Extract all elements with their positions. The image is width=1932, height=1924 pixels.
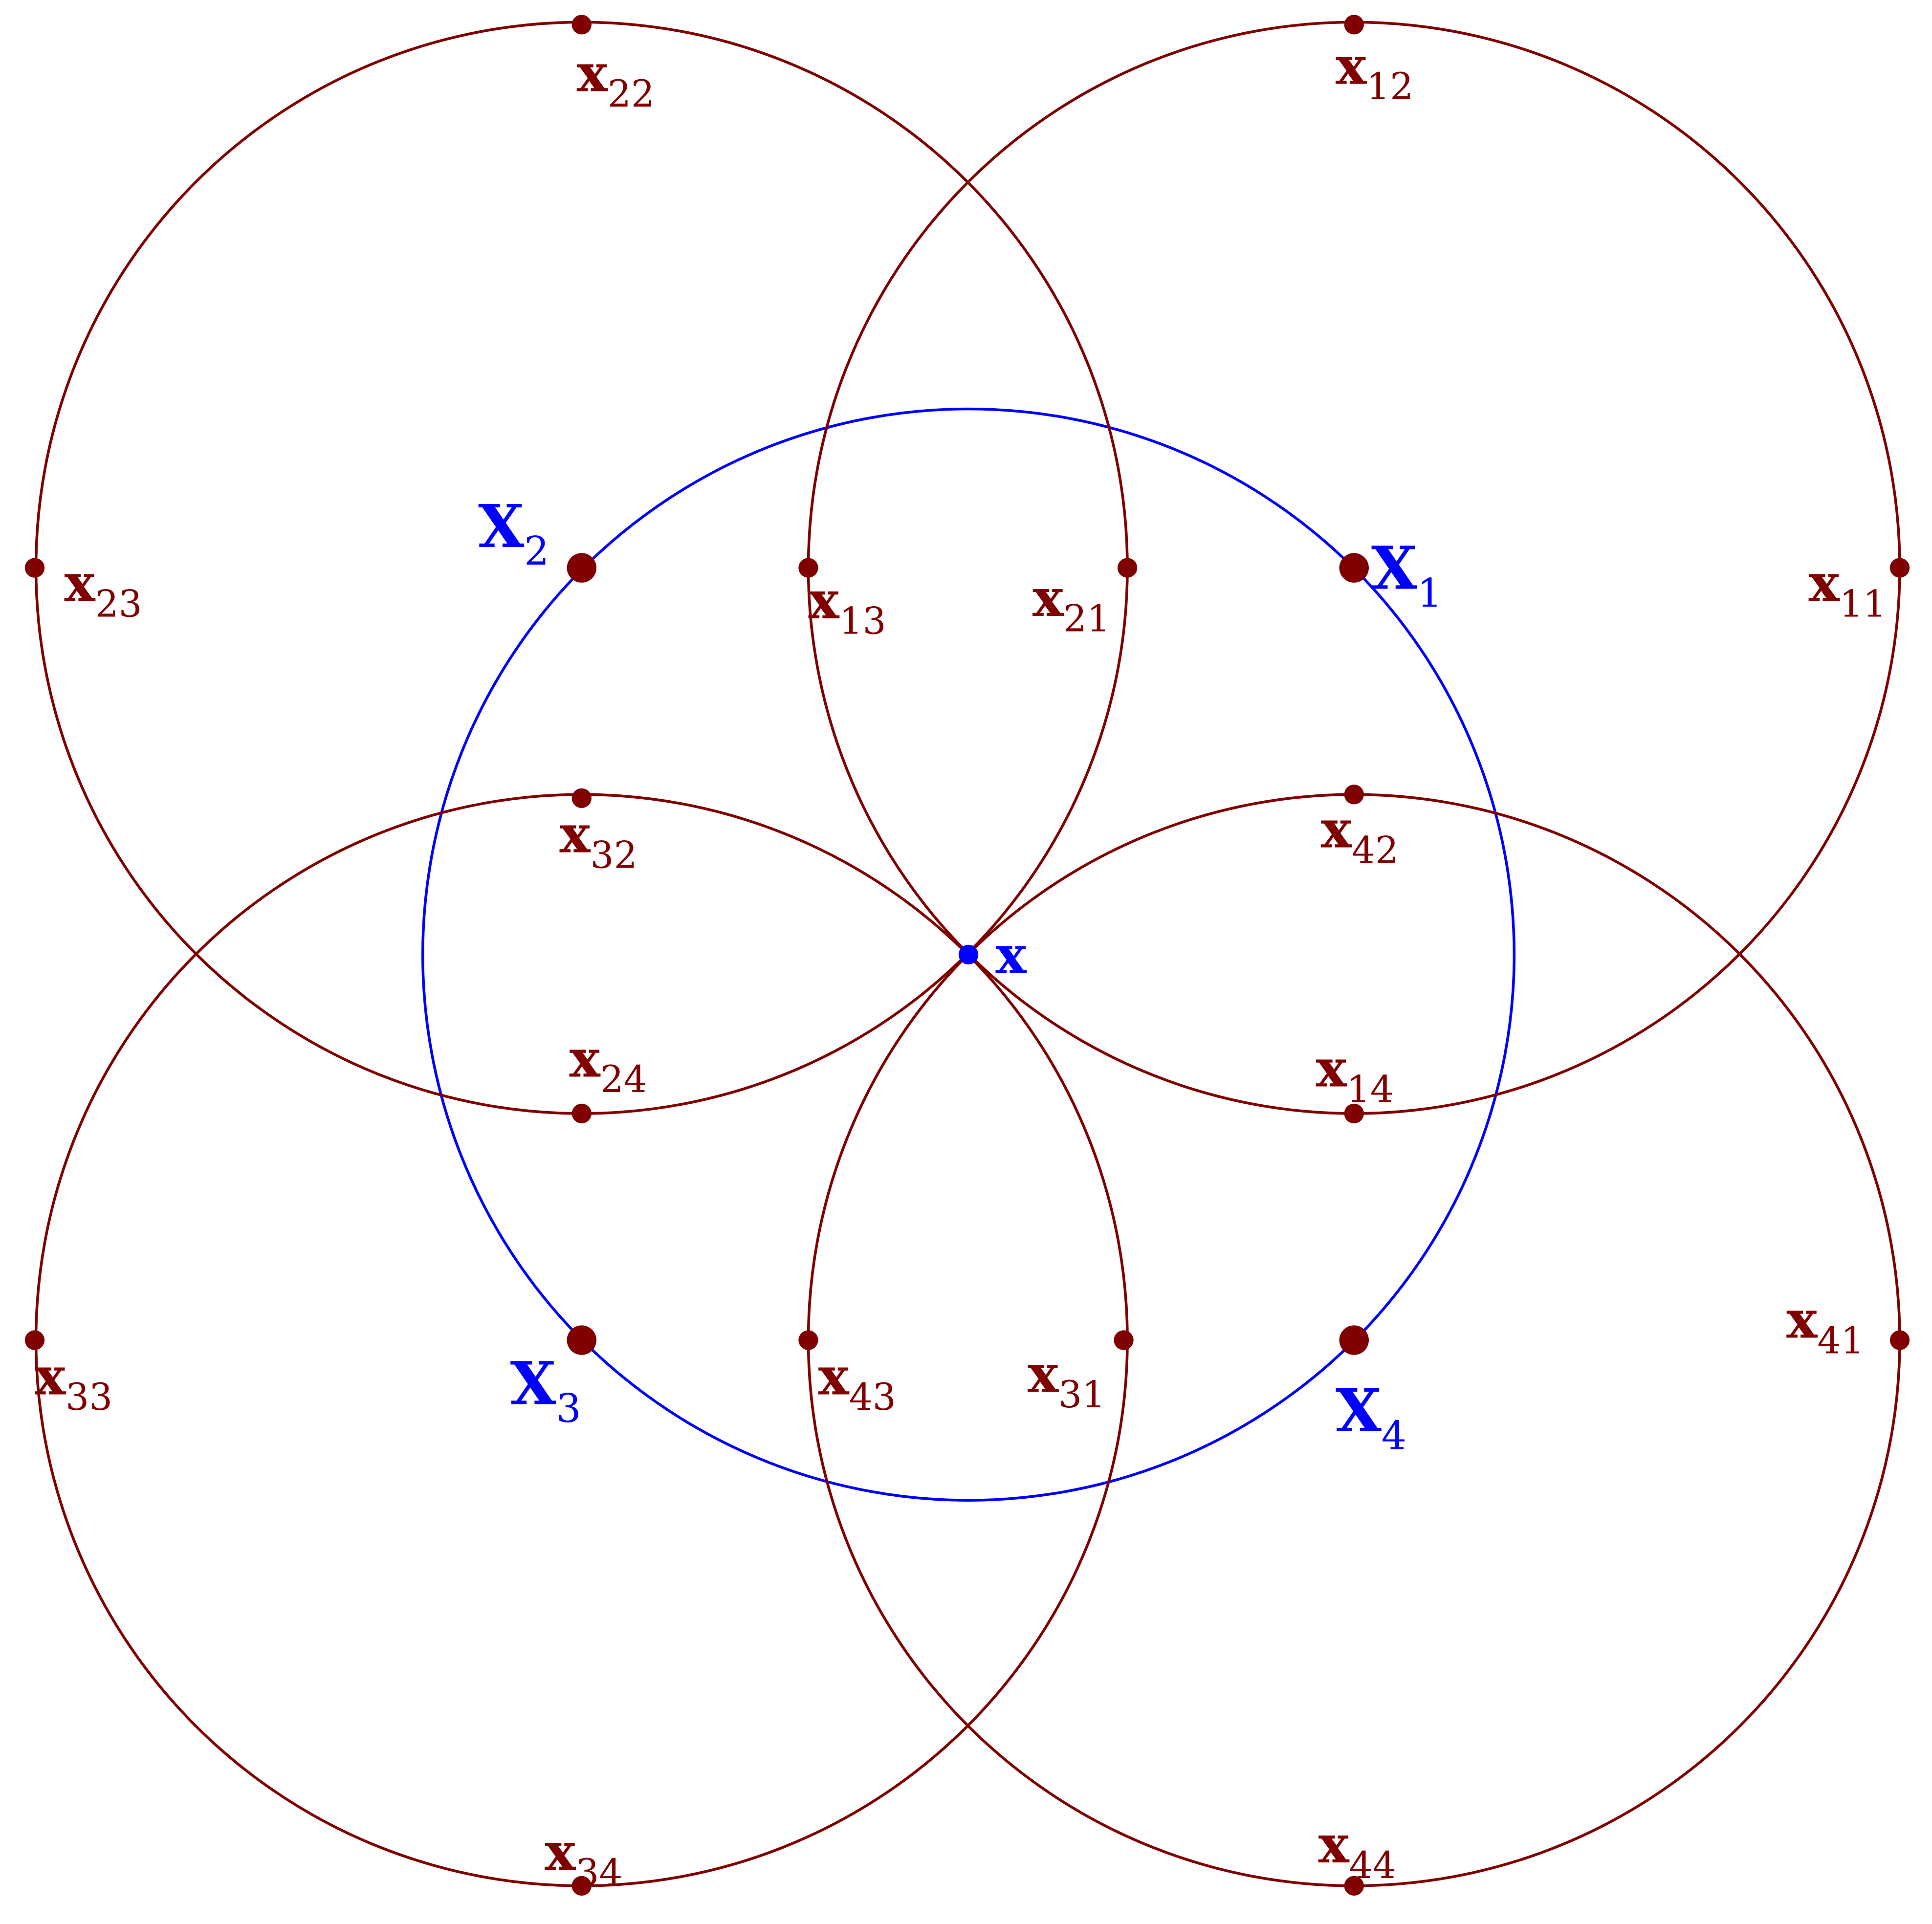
label-main: x <box>995 925 1027 985</box>
label-x33: x33 <box>35 1346 112 1419</box>
point-x41 <box>1889 1330 1910 1350</box>
label-x31: x31 <box>1028 1343 1105 1416</box>
point-x13 <box>798 558 818 578</box>
label-subscript: 41 <box>1817 1319 1864 1362</box>
label-subscript: 2 <box>524 528 549 574</box>
label-x14: x14 <box>1316 1038 1394 1111</box>
label-x42: x42 <box>1321 799 1399 872</box>
point-x42 <box>1344 785 1364 805</box>
point-x33 <box>24 1330 45 1350</box>
point-x11 <box>1889 558 1910 578</box>
label-x23: x23 <box>64 553 142 626</box>
label-x43: x43 <box>818 1346 896 1419</box>
label-subscript: 11 <box>1840 582 1887 625</box>
label-subscript: 22 <box>608 72 655 115</box>
label-main: X <box>478 491 524 561</box>
point-X3 <box>567 1325 597 1355</box>
point-x14 <box>1344 1103 1364 1124</box>
label-main: x <box>1032 568 1064 628</box>
point-x43 <box>798 1330 818 1350</box>
point-x23 <box>24 558 45 578</box>
label-x21: x21 <box>1032 568 1110 640</box>
label-subscript: 32 <box>591 833 637 876</box>
point-x34 <box>571 1876 592 1896</box>
point-X4 <box>1339 1325 1369 1355</box>
label-main: x <box>577 43 608 103</box>
label-x11: x11 <box>1809 553 1887 626</box>
point-x44 <box>1344 1876 1364 1896</box>
label-main: x <box>818 1346 850 1406</box>
blue-circle <box>421 407 1516 1502</box>
label-subscript: 42 <box>1352 829 1399 872</box>
label-x1: X1 <box>1371 533 1442 616</box>
label-subscript: 31 <box>1058 1373 1105 1416</box>
point-X2 <box>567 553 597 583</box>
label-subscript: 14 <box>1347 1068 1394 1111</box>
point-x21 <box>1117 558 1138 578</box>
label-x34: x34 <box>545 1821 622 1894</box>
label-subscript: 44 <box>1349 1844 1396 1887</box>
label-x13: x13 <box>808 570 886 643</box>
label-main: x <box>808 570 839 631</box>
label-main: x <box>1316 1038 1347 1099</box>
label-subscript: 13 <box>839 600 886 643</box>
label-subscript: 1 <box>1417 570 1442 616</box>
label-subscript: 24 <box>600 1058 647 1101</box>
point-x32 <box>571 788 592 809</box>
label-main: x <box>570 1028 601 1089</box>
point-x31 <box>1114 1330 1134 1350</box>
label-x44: x44 <box>1318 1814 1396 1887</box>
label-main: X <box>1371 533 1417 603</box>
label-x4: X4 <box>1336 1376 1406 1459</box>
label-main: X <box>1336 1376 1382 1445</box>
point-x12 <box>1344 15 1364 35</box>
label-main: x <box>35 1346 66 1406</box>
label-subscript: 23 <box>95 582 142 625</box>
label-x22: x22 <box>577 43 655 115</box>
point-x24 <box>571 1103 592 1124</box>
label-main: x <box>1809 553 1840 613</box>
label-subscript: 43 <box>849 1376 896 1419</box>
label-main: X <box>510 1349 556 1419</box>
point-x22 <box>571 15 592 35</box>
label-main: x <box>545 1821 576 1882</box>
label-x3: X3 <box>510 1349 581 1432</box>
label-main: x <box>1786 1290 1818 1350</box>
label-main: x <box>1028 1343 1059 1404</box>
label-main: x <box>1336 35 1367 96</box>
point-x <box>958 944 979 965</box>
label-x41: x41 <box>1786 1290 1864 1362</box>
label-main: x <box>559 804 591 865</box>
label-subscript: 21 <box>1063 597 1110 640</box>
label-subscript: 12 <box>1366 65 1413 108</box>
label-x12: x12 <box>1336 35 1413 108</box>
point-X1 <box>1339 553 1369 583</box>
label-subscript: 3 <box>556 1386 581 1432</box>
label-x: x <box>995 925 1027 985</box>
label-subscript: 33 <box>66 1376 112 1419</box>
label-main: x <box>1318 1814 1350 1875</box>
label-x32: x32 <box>559 804 637 877</box>
label-main: x <box>1321 799 1352 860</box>
label-x2: X2 <box>478 491 549 574</box>
label-subscript: 34 <box>575 1851 622 1894</box>
label-x24: x24 <box>570 1028 647 1101</box>
label-subscript: 4 <box>1382 1413 1406 1459</box>
label-main: x <box>64 553 95 613</box>
